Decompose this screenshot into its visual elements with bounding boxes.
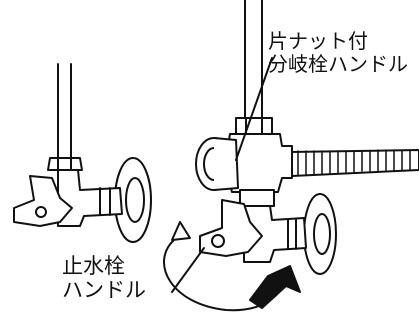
right-mid-nut [239,189,275,207]
left-wall-flange [114,157,152,243]
left-stop-valve-handle [13,175,73,227]
right-supply-pipe [244,0,263,119]
branch-label-line1: 片ナット付 [268,29,368,53]
left-supply-pipe [57,63,72,159]
right-top-nut [235,117,273,135]
stop-valve-handle-label: 止水栓 ハンドル [62,254,146,302]
leader-lines [171,57,273,293]
left-valve-body [57,169,123,227]
branch-label-line2: 分岐栓ハンドル [268,52,408,76]
branch-valve-handle [195,137,239,191]
stop-label-line2: ハンドル [62,278,146,302]
left-nut [47,157,83,171]
right-stop-valve-handle [199,199,263,257]
branch-valve-handle-label: 片ナット付 分岐栓ハンドル [268,30,408,76]
flexible-hose [289,149,419,177]
stop-label-line1: 止水栓 [62,254,125,278]
rotation-arrow [163,221,301,312]
right-valve-body [243,205,307,263]
right-wall-flange [303,193,337,275]
